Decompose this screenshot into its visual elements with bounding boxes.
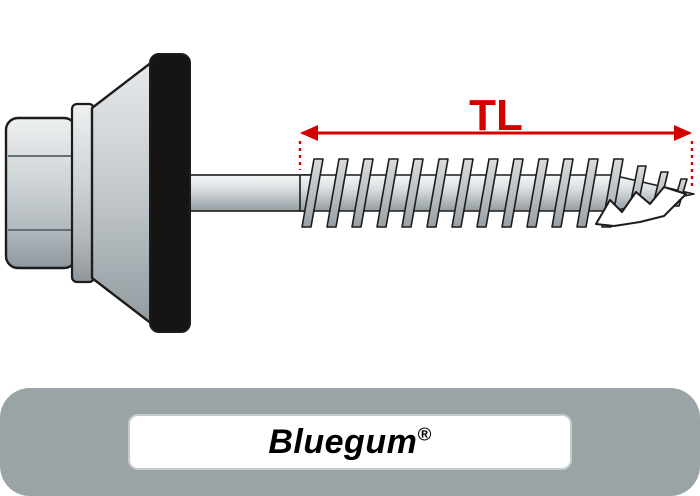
thread-flight	[551, 158, 574, 228]
thread-flight	[301, 158, 324, 228]
thread-flight	[476, 158, 499, 228]
trademark-symbol: ®	[417, 423, 432, 445]
dimension-arrow-left	[300, 125, 318, 141]
thread-flight	[351, 158, 374, 228]
product-name: Bluegum®	[268, 425, 431, 459]
product-name-plate: Bluegum®	[128, 414, 572, 470]
thread-flight	[376, 158, 399, 228]
thread-flight	[576, 158, 599, 228]
product-name-text: Bluegum	[268, 423, 418, 461]
dimension-label: TL	[469, 91, 523, 140]
screw-diagram: TL	[4, 53, 695, 333]
drill-point-notch	[595, 186, 687, 227]
thread-flight	[526, 158, 549, 228]
hex-head-body	[4, 116, 78, 270]
dimension-arrow-right	[674, 125, 692, 141]
flange-washer	[70, 102, 96, 284]
thread-flight	[501, 158, 524, 228]
dimension-annotation: TL	[298, 91, 694, 188]
cone-washer	[90, 60, 154, 326]
thread-flight	[426, 158, 449, 228]
thread-flight	[326, 158, 349, 228]
hex-head	[4, 116, 78, 270]
thread-flight	[451, 158, 474, 228]
hex-facet-lines	[8, 155, 74, 231]
epdm-seal	[149, 53, 191, 333]
screw-shank	[185, 174, 313, 212]
thread-flight	[401, 158, 424, 228]
product-banner: Bluegum®	[0, 388, 700, 496]
